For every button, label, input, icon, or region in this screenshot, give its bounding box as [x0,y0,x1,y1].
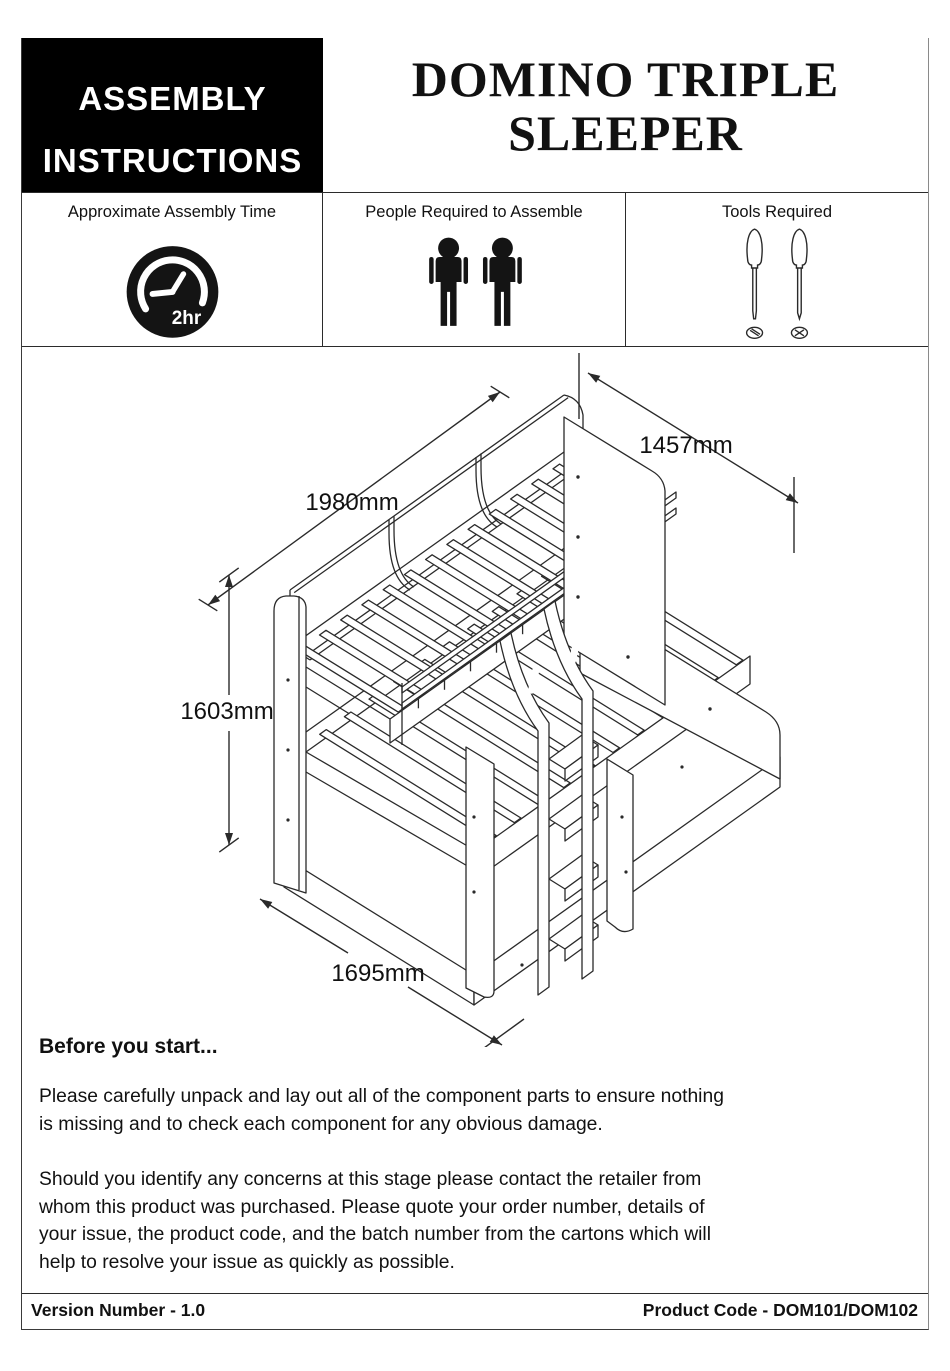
clock-timer-icon: 2hr [126,246,219,338]
bed-drawing [273,394,781,1006]
dimension-annotations: 1980mm 1457mm 1603mm [180,353,799,1047]
assembly-time-cell: 2hr Approximate Assembly Time [22,193,323,346]
phillips-screwdriver-icon [790,228,809,339]
dim-width-label: 1457mm [639,432,732,459]
page-title: DOMINO TRIPLE SLEEPER [323,38,928,192]
document-frame: ASSEMBLY INSTRUCTIONS DOMINO TRIPLE SLEE… [21,38,929,1330]
people-required-label: People Required to Assemble [365,203,583,221]
footer: Version Number - 1.0 Product Code - DOM1… [22,1294,928,1327]
before-you-start-section: Before you start... Please carefully unp… [39,1035,898,1304]
title-line1: DOMINO TRIPLE [411,51,840,107]
person-icon [429,237,469,326]
bed-isometric-diagram: 1980mm 1457mm 1603mm [180,353,799,1047]
badge-line1: ASSEMBLY [78,80,267,117]
dim-height-label: 1603mm [180,698,273,725]
people-required-cell: People Required to Assemble [323,193,626,346]
title-line2: SLEEPER [508,105,743,161]
paragraph-1: Please carefully unpack and lay out all … [39,1086,724,1135]
tools-required-label: Tools Required [721,203,833,221]
info-row: 2hr Approximate Assembly Time [22,193,928,347]
dim-depth-label: 1695mm [331,960,424,987]
badge-line2: INSTRUCTIONS [42,142,303,179]
dim-length-label: 1980mm [305,489,398,516]
product-code: Product Code - DOM101/DOM102 [642,1300,918,1320]
screw-dots [286,475,712,967]
assembly-time-label: Approximate Assembly Time [67,203,277,221]
people-icons [429,237,522,326]
tools-required-cell: Tools Required [626,193,928,346]
version-number: Version Number - 1.0 [31,1300,206,1320]
diagram-section: 1980mm 1457mm 1603mm [22,347,928,1294]
duration-label: 2hr [172,308,202,329]
assembly-instructions-badge: ASSEMBLY INSTRUCTIONS [22,38,323,192]
header: ASSEMBLY INSTRUCTIONS DOMINO TRIPLE SLEE… [22,38,928,193]
flathead-screwdriver-icon [745,228,764,339]
tool-icons [745,228,809,339]
paragraph-2: Should you identify any concerns at this… [39,1169,711,1273]
person-icon [482,237,522,326]
before-you-start-heading: Before you start... [39,1035,218,1058]
